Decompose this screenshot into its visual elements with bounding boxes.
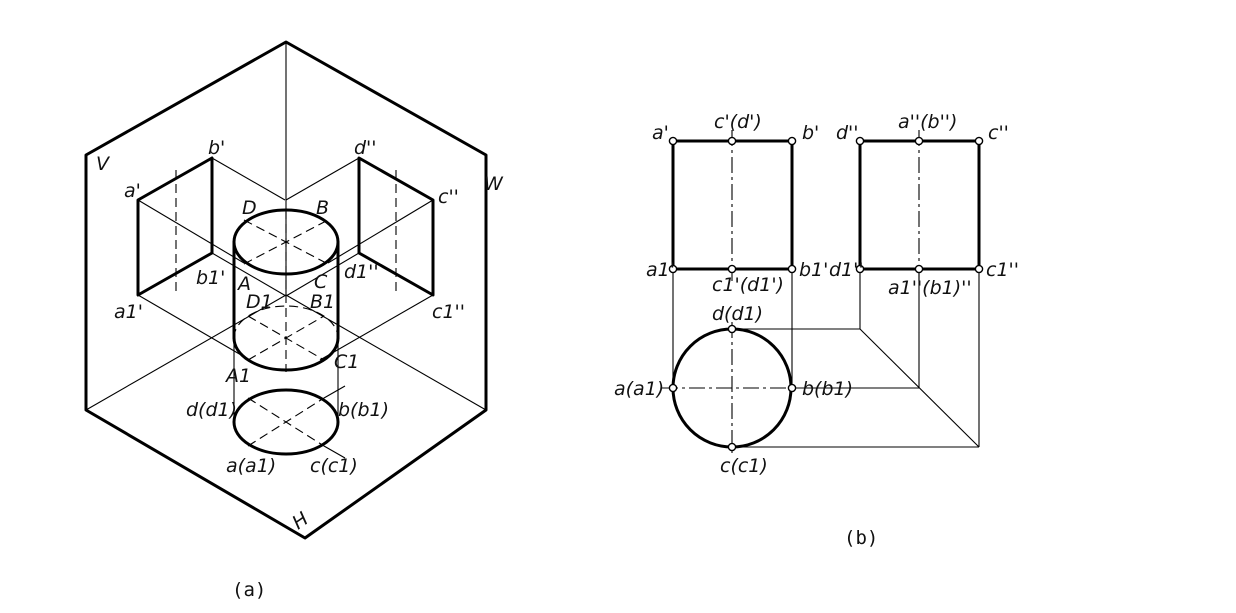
point-label-d-dprime: d'' <box>836 122 859 144</box>
point-label-d-d1: d(d1) <box>712 303 763 325</box>
h-projection-extension <box>323 445 346 459</box>
point-marker <box>668 264 678 274</box>
point-label-b-b1: b(b1) <box>802 378 853 400</box>
connector-line <box>211 252 287 297</box>
point-marker <box>668 136 678 146</box>
point-marker <box>727 442 737 452</box>
point-marker <box>974 264 984 274</box>
point-label-D1: D1 <box>246 291 273 313</box>
point-marker <box>974 136 984 146</box>
point-label-C1: C1 <box>334 351 359 373</box>
point-label-b-prime: b' <box>802 122 819 144</box>
panel-a-caption: (a) <box>232 579 266 601</box>
connector-line <box>137 199 245 264</box>
point-marker <box>727 136 737 146</box>
connector-line <box>327 199 434 264</box>
point-marker <box>787 383 797 393</box>
point-label-A: A <box>236 273 251 295</box>
projection-box-outline <box>84 40 488 540</box>
h-projection-extension <box>323 385 346 399</box>
miter-line <box>859 328 980 448</box>
connector-line <box>211 157 286 201</box>
point-label-a-prime: a' <box>652 122 669 144</box>
point-label-a1-prime: a1' <box>646 259 675 281</box>
point-label-b-b1: b(b1) <box>338 399 389 421</box>
point-label-c-prime-d-prime: c'(d') <box>714 111 762 133</box>
point-label-B1: B1 <box>310 291 335 313</box>
v-plane-label: V <box>96 153 111 175</box>
point-marker <box>855 264 865 274</box>
panel-b-orthographic-views: a' c'(d') b' d'' a''(b'') c'' a1' c1'(d1… <box>614 111 1019 549</box>
point-marker <box>727 264 737 274</box>
box-edge-left <box>85 294 287 411</box>
point-label-c-dprime: c'' <box>988 122 1009 144</box>
point-label-a-a1: a(a1) <box>226 455 276 477</box>
point-label-a1-prime: a1' <box>114 301 143 323</box>
point-label-A1: A1 <box>224 365 251 387</box>
w-plane-label: W <box>484 173 504 195</box>
point-marker <box>914 264 924 274</box>
point-marker <box>855 136 865 146</box>
point-label-c1-dprime: c1'' <box>986 259 1019 281</box>
connector-line <box>137 294 249 360</box>
point-label-d-dprime: d'' <box>354 137 377 159</box>
point-markers <box>668 136 984 452</box>
panel-b-caption: (b) <box>844 527 878 549</box>
cylinder-bottom-back-arc <box>233 305 339 339</box>
point-label-C: C <box>314 271 328 293</box>
connector-line <box>285 157 360 201</box>
point-marker <box>787 264 797 274</box>
connector-line <box>319 294 434 361</box>
point-label-c-dprime: c'' <box>438 186 459 208</box>
point-label-a-dprime-b-dprime: a''(b'') <box>898 111 957 133</box>
point-label-c1-prime-d1-prime: c1'(d1') <box>712 274 784 296</box>
point-label-b1-prime: b1' <box>799 259 828 281</box>
connector-line <box>285 252 360 297</box>
point-label-c1-dprime: c1'' <box>432 301 465 323</box>
point-label-a-prime: a' <box>124 180 141 202</box>
point-label-a1-dprime-b1-dprime: a1''(b1)'' <box>888 277 972 299</box>
box-edge-right <box>285 294 487 411</box>
h-projection-axis <box>247 397 325 447</box>
point-label-d1-dprime: d1'' <box>829 259 864 281</box>
point-label-d1-dprime: d1'' <box>344 261 379 283</box>
point-label-b1-prime: b1' <box>196 267 225 289</box>
point-label-B: B <box>316 197 329 219</box>
point-label-c-c1: c(c1) <box>720 455 768 477</box>
point-marker <box>914 136 924 146</box>
panel-a-isometric-view: V W H b' d'' a' c'' D B b1' A C d1'' D1 … <box>84 40 504 601</box>
point-label-b-prime: b' <box>208 137 225 159</box>
point-marker <box>727 324 737 334</box>
point-marker <box>668 383 678 393</box>
point-label-c-c1: c(c1) <box>310 455 358 477</box>
point-label-a-a1: a(a1) <box>614 378 664 400</box>
point-label-d-d1: d(d1) <box>186 399 237 421</box>
point-marker <box>787 136 797 146</box>
point-label-D: D <box>242 197 257 219</box>
